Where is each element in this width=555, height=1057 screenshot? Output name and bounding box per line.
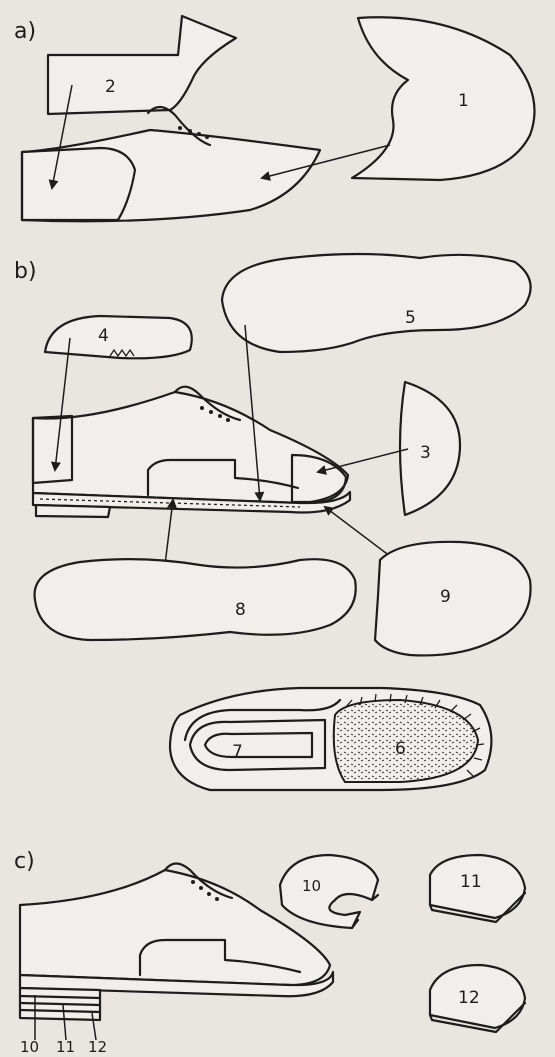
part-label-4: 4 bbox=[98, 326, 109, 346]
part-label-3: 3 bbox=[420, 443, 431, 463]
shoe-assembly-b bbox=[33, 387, 350, 517]
part-label-12: 12 bbox=[458, 988, 480, 1008]
heel-lift-10-piece bbox=[280, 855, 378, 928]
section-label-a: a) bbox=[14, 19, 36, 44]
part-label-11: 11 bbox=[460, 872, 482, 892]
part-label-5: 5 bbox=[405, 308, 416, 328]
part-label-9: 9 bbox=[440, 587, 451, 607]
sole-front-pattern-piece bbox=[375, 542, 531, 656]
heel-stack-label-12: 12 bbox=[88, 1038, 107, 1056]
outsole-pattern-piece bbox=[35, 559, 356, 640]
part-label-8: 8 bbox=[235, 600, 246, 620]
quarter-pattern-piece bbox=[48, 16, 236, 114]
upper-assembly-a bbox=[22, 107, 320, 221]
insole-pattern-piece bbox=[222, 254, 531, 352]
counter-pattern-piece bbox=[45, 316, 192, 358]
section-label-b: b) bbox=[14, 259, 37, 284]
part-label-2: 2 bbox=[105, 77, 116, 97]
part-label-7: 7 bbox=[232, 742, 243, 762]
part-label-1: 1 bbox=[458, 91, 469, 111]
part-label-6: 6 bbox=[395, 739, 406, 759]
section-label-c: c) bbox=[14, 849, 35, 874]
heel-stack-label-11: 11 bbox=[56, 1038, 75, 1056]
vamp-pattern-piece bbox=[352, 17, 535, 180]
heel-stack-label-10: 10 bbox=[20, 1038, 39, 1056]
shoe-bottom-view bbox=[170, 688, 491, 790]
part-label-10: 10 bbox=[302, 877, 321, 895]
